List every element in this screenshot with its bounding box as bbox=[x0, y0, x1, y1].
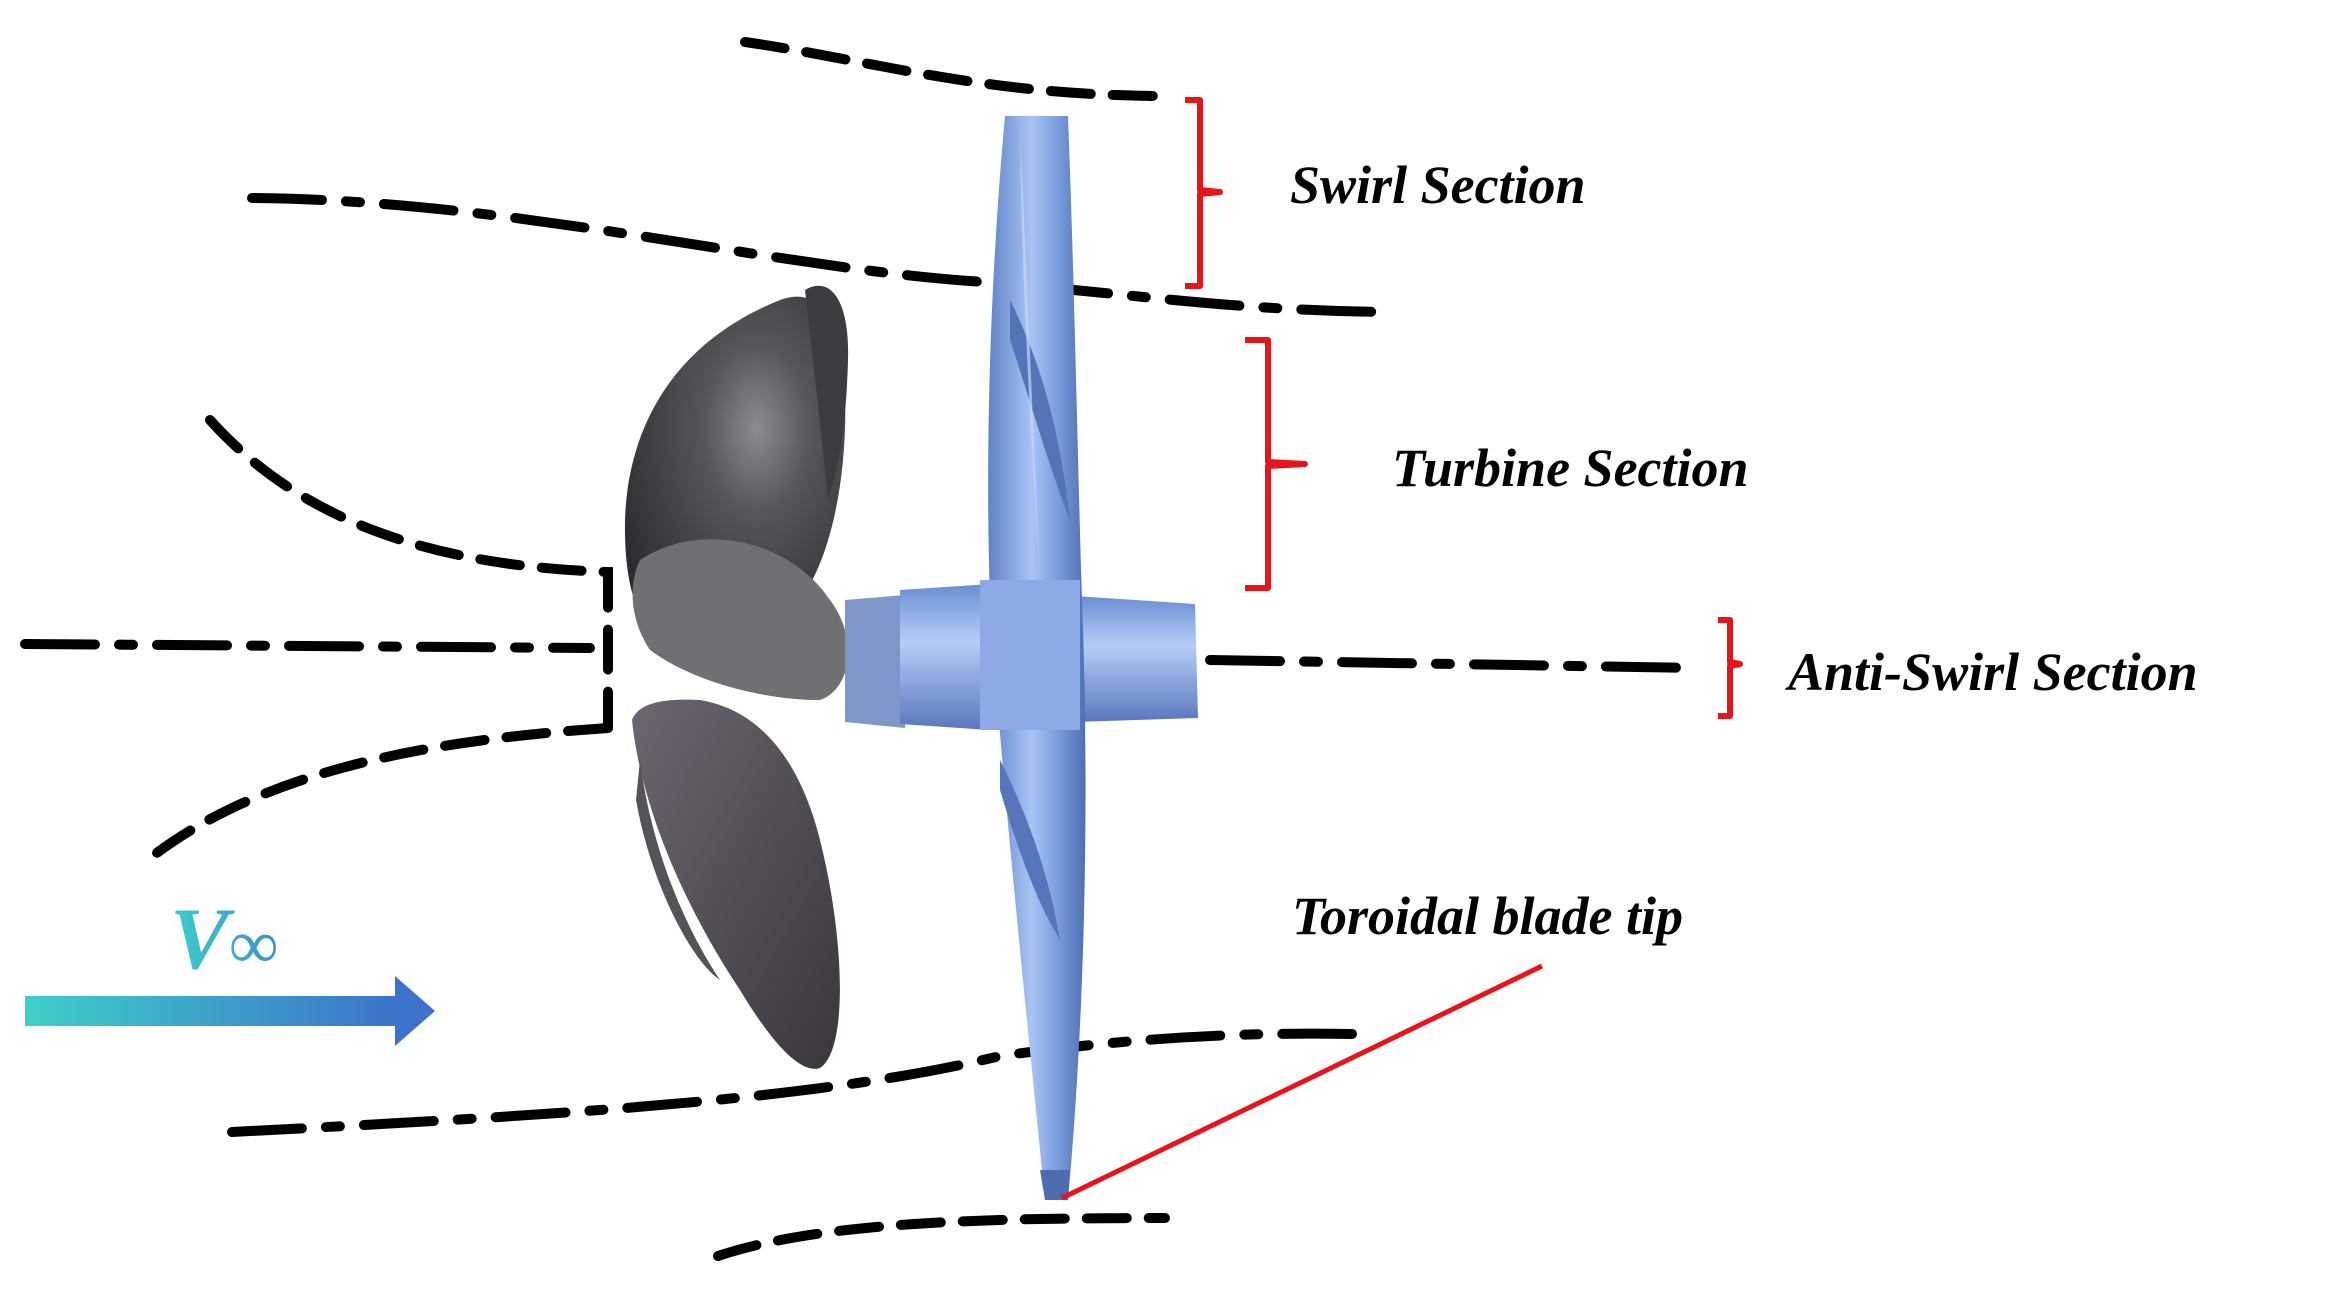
propeller-hub-cone bbox=[845, 595, 905, 728]
streamline-bottom-outer bbox=[713, 1213, 1170, 1261]
propeller-blade-back bbox=[805, 285, 849, 500]
anti-swirl-section-label: Anti-Swirl Section bbox=[1785, 642, 2198, 702]
turbine-tip-bottom bbox=[1040, 1170, 1070, 1200]
propeller-blade-mid bbox=[632, 539, 849, 700]
streamline-axis-left bbox=[20, 639, 595, 653]
turbine-bracket bbox=[1245, 337, 1308, 591]
turbine-blade-highlight bbox=[1020, 130, 1040, 580]
swirl-bracket bbox=[1185, 97, 1223, 289]
streamlines bbox=[20, 37, 1703, 1261]
turbine-rotor bbox=[900, 116, 1198, 1200]
freestream-velocity-label: V∞ bbox=[170, 891, 279, 988]
streamline-top-outer bbox=[740, 37, 1165, 101]
turbine-blade-twist-upper bbox=[1010, 300, 1070, 520]
turbine-blade-twist-lower bbox=[1000, 760, 1060, 940]
swirl-section-label: Swirl Section bbox=[1290, 155, 1586, 215]
turbine-hub-ring bbox=[980, 580, 1080, 730]
turbine-hub-front bbox=[900, 584, 990, 730]
section-labels: Swirl Section Turbine Section Anti-Swirl… bbox=[1290, 155, 2198, 946]
swirl-propeller bbox=[624, 285, 905, 1069]
streamline-axis-right bbox=[1205, 655, 1703, 673]
anti-swirl-bracket bbox=[1718, 617, 1743, 719]
freestream-arrow: V∞ bbox=[25, 891, 435, 1046]
inf-symbol: ∞ bbox=[229, 907, 279, 984]
section-brackets bbox=[1185, 97, 1743, 719]
turbine-section-label: Turbine Section bbox=[1392, 438, 1749, 498]
toroidal-tip-label: Toroidal blade tip bbox=[1292, 886, 1683, 946]
streamline-top-inner bbox=[247, 193, 1390, 317]
arrow-head bbox=[395, 976, 435, 1046]
arrow-shaft bbox=[25, 996, 400, 1026]
streamline-inlet-lower bbox=[140, 723, 613, 867]
turbine-hub-back bbox=[1075, 596, 1198, 722]
tip-leader-line bbox=[1060, 963, 1544, 1201]
v-symbol: V bbox=[170, 891, 235, 988]
propeller-blade-lower bbox=[632, 699, 840, 1069]
streamline-inlet-upper bbox=[205, 415, 613, 733]
streamline-bottom-inner bbox=[227, 1028, 1357, 1137]
